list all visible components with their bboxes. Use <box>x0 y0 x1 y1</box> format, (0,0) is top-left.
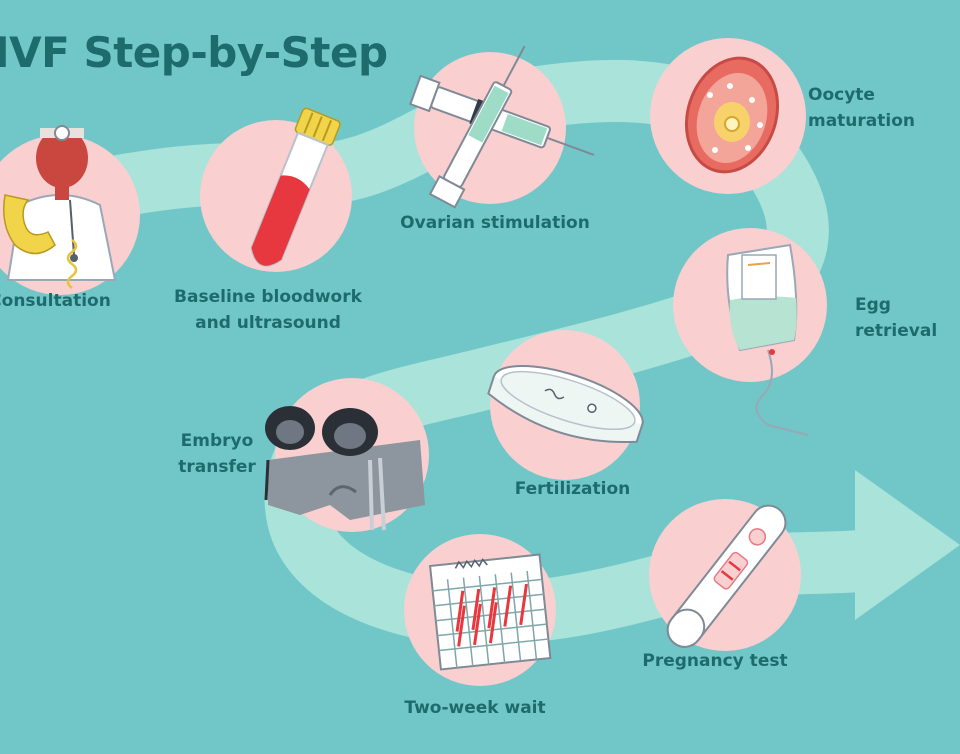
step-label-pregnancy: Pregnancy test <box>642 651 788 671</box>
page-title: IVF Step-by-Step <box>0 28 388 77</box>
step-label-transfer: Embryo transfer <box>178 431 256 477</box>
step-label-maturation: Oocyte maturation <box>808 85 916 131</box>
step-label-consultation: Consultation <box>0 291 111 311</box>
step-label-retrieval: Egg retrieval <box>855 295 938 341</box>
doctor-with-phone-icon <box>3 125 117 289</box>
oocyte-icon <box>684 56 780 174</box>
calendar-icon <box>428 553 552 671</box>
pregnancy-test-icon <box>666 504 787 648</box>
collection-bag-icon <box>726 243 809 436</box>
step-label-fertilization: Fertilization <box>514 479 631 499</box>
step-label-baseline: Baseline bloodwork and ultrasound <box>174 287 362 333</box>
step-label-wait: Two-week wait <box>404 698 546 718</box>
blood-test-tube-icon <box>250 107 341 267</box>
petri-dish-icon <box>487 364 644 444</box>
step-label-stimulation: Ovarian stimulation <box>400 213 590 233</box>
syringes-icon <box>409 45 595 209</box>
arrow-head <box>855 470 960 620</box>
exam-table-stirrups-icon <box>264 406 425 531</box>
